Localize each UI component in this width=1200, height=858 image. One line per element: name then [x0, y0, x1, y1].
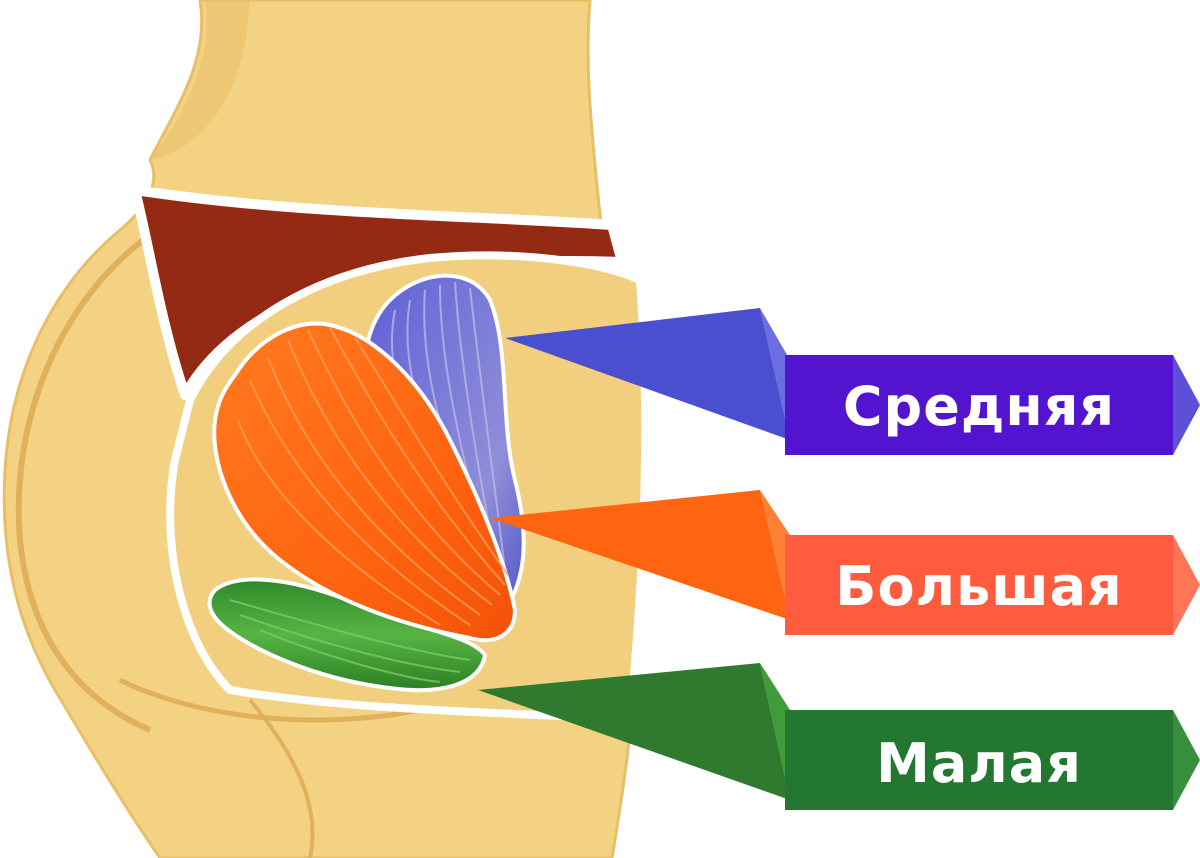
gluteus-minimus-muscle — [207, 577, 488, 693]
label-large-box — [785, 535, 1173, 635]
pointer-small — [478, 663, 790, 800]
label-middle-box — [785, 355, 1173, 455]
pointer-large — [490, 490, 790, 620]
pointer-middle — [505, 308, 790, 440]
label-small: Малая — [478, 663, 1200, 810]
gluteus-maximus-muscle — [212, 321, 518, 643]
label-large-text: Большая — [835, 555, 1122, 618]
label-middle: Средняя — [505, 308, 1200, 455]
label-small-text: Малая — [876, 732, 1082, 795]
label-small-box — [785, 710, 1173, 810]
label-middle-text: Средняя — [843, 375, 1115, 438]
label-large: Большая — [490, 490, 1200, 635]
